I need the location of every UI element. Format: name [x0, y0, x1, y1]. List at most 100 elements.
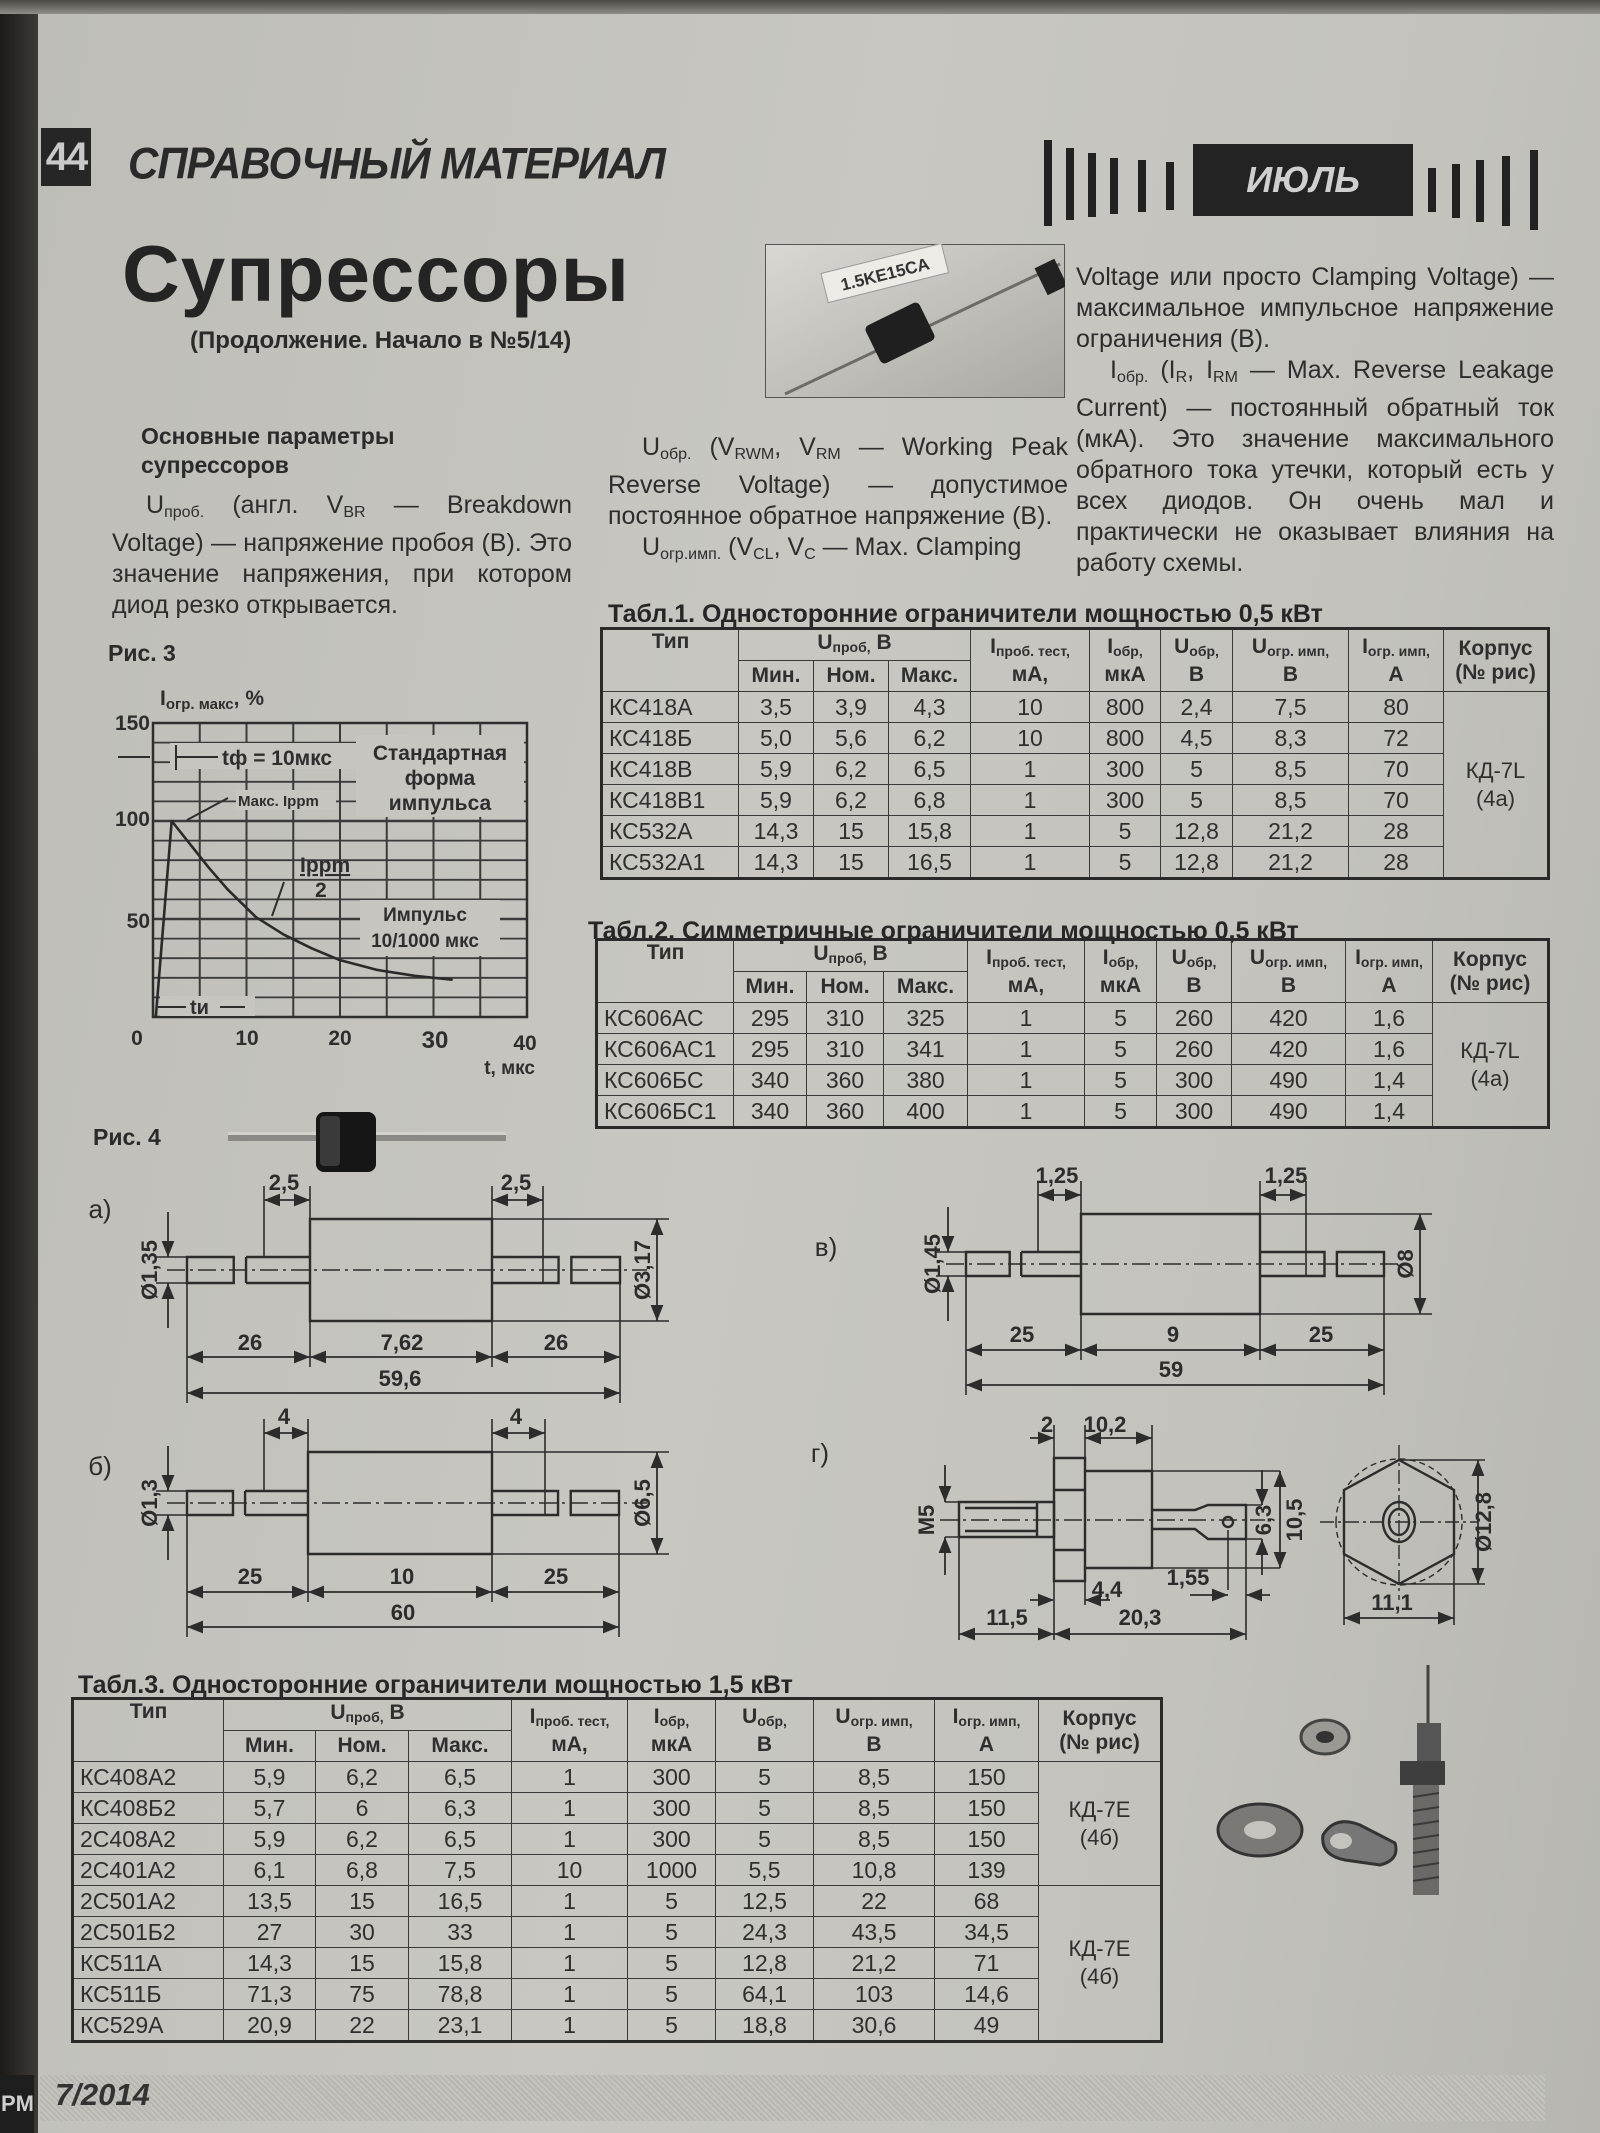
- text-run: — Max. Clamping: [815, 533, 1022, 561]
- text-run: , V: [774, 433, 816, 461]
- cell-value: 139: [934, 1854, 1040, 1886]
- table-3-caption: Табл.3. Односторонние ограничители мощно…: [78, 1671, 793, 1699]
- subscript: огр.имп.: [660, 546, 722, 563]
- cell-type: КС606БС: [596, 1064, 734, 1096]
- cell-value: 1: [970, 784, 1091, 816]
- text-run: (I: [1148, 356, 1176, 384]
- cell-value: 5: [1160, 753, 1234, 785]
- cell-value: 8,5: [813, 1792, 936, 1824]
- cell-type: 2С401А2: [72, 1854, 224, 1886]
- symbol: U: [1251, 634, 1268, 658]
- cell-value: 1: [970, 815, 1091, 847]
- cell-value: 5: [1084, 1064, 1158, 1096]
- cell-value: 300: [1089, 753, 1162, 785]
- text-column-middle: Uобр. (VRWM, VRM — Working Peak Reverse …: [608, 432, 1068, 570]
- cell-value: 5: [627, 1916, 717, 1948]
- data-point: [376, 969, 379, 971]
- cell-value: 3,5: [738, 691, 814, 723]
- cell-value: 5,0: [738, 722, 814, 754]
- section-title: СПРАВОЧНЫЙ МАТЕРИАЛ: [128, 138, 666, 189]
- cell-value: 1: [511, 1916, 629, 1948]
- cell-value: 1: [967, 1002, 1086, 1034]
- symbol: I: [952, 1704, 959, 1728]
- dimension: 59: [1159, 1357, 1183, 1382]
- cell-value: 34,5: [934, 1916, 1040, 1948]
- data-point: [339, 959, 341, 961]
- pulse-label: 10/1000 мкс: [371, 931, 479, 952]
- cell-value: 14,3: [738, 846, 814, 879]
- data-point: [451, 978, 454, 981]
- cell-value: 43,5: [813, 1916, 936, 1948]
- cell-value: 24,3: [715, 1916, 815, 1948]
- cell-value: 14,3: [738, 815, 814, 847]
- column-header-param: Uобр,В: [1160, 628, 1234, 692]
- subscript: обр.: [660, 446, 692, 463]
- text-run: (V: [691, 433, 735, 461]
- cell-value: 1: [511, 1761, 629, 1793]
- unit: мА,: [1007, 973, 1045, 997]
- cell-value: 13,5: [223, 1885, 316, 1917]
- cell-value: 5: [627, 2009, 717, 2042]
- subscript: RWM: [734, 446, 775, 463]
- cell-value: 300: [1156, 1095, 1233, 1128]
- cell-value: 8,5: [1232, 753, 1350, 785]
- dimension: Ø8: [1393, 1249, 1418, 1278]
- dimension: 4: [510, 1404, 523, 1429]
- text-run: U: [146, 491, 165, 519]
- x-tick-label: 0: [131, 1027, 143, 1050]
- column-header-param: Iпроб. тест,мА,: [511, 1698, 629, 1762]
- text-run: (англ. V: [204, 491, 344, 519]
- data-point: [311, 947, 313, 950]
- ring-terminal: [1321, 1820, 1398, 1867]
- cell-value: 7,5: [1232, 691, 1350, 723]
- unit: мкА: [1099, 973, 1142, 997]
- column-header-breakdown-voltage: Uпроб, В: [732, 939, 969, 972]
- cell-value: 5: [715, 1823, 815, 1855]
- unit: В: [866, 942, 888, 965]
- figure-4-dimension-drawings: а) 2,5 2,5 Ø1,35 Ø3,17 26 7,62 26 59,6 б…: [88, 1163, 1496, 1641]
- rise-time-label: tф = 10мкс: [222, 747, 332, 770]
- dimension: 4,4: [1092, 1577, 1123, 1602]
- page-number: 44: [41, 128, 91, 186]
- cell-value: 1: [511, 1978, 629, 2010]
- column-header-param: Uогр. имп,В: [1232, 628, 1350, 692]
- cell-value: 5: [1160, 784, 1234, 816]
- cell-value: 23,1: [407, 2009, 513, 2042]
- symbol: I: [990, 634, 996, 658]
- data-point: [227, 888, 229, 891]
- chart-series: [154, 819, 454, 1018]
- symbol: I: [1362, 634, 1368, 658]
- table-1-caption: Табл.1. Односторонние ограничители мощно…: [608, 600, 1323, 628]
- cell-value: 1,4: [1345, 1095, 1434, 1128]
- cell-value: 21,2: [1232, 846, 1350, 879]
- table-subheader-row: Мин.Ном.Макс.: [602, 660, 1549, 692]
- cell-value: 16,5: [407, 1885, 513, 1917]
- cell-value: 150: [934, 1823, 1040, 1855]
- photo-suppressor-1-5ke15ca: 1.5KE15CA: [765, 244, 1065, 398]
- subscript: огр. имп,: [1360, 953, 1423, 970]
- subscript: C: [804, 546, 816, 563]
- column-header-param: Iобр,мкА: [1084, 939, 1158, 1003]
- unit: мА,: [551, 1732, 588, 1756]
- cell-value: 420: [1231, 1002, 1347, 1034]
- extension-line: [263, 1419, 546, 1515]
- cell-value: 1: [967, 1095, 1086, 1128]
- dimension: 25: [1010, 1322, 1034, 1347]
- data-point: [283, 933, 285, 936]
- paragraph-leakage-current: Iобр. (IR, IRM — Max. Reverse Leakage Cu…: [1076, 355, 1554, 579]
- table-subheader-row: Мин.Ном.Макс.: [597, 971, 1549, 1003]
- extension-line: [186, 1515, 620, 1637]
- data-point: [255, 916, 257, 918]
- cell-type: КС532А: [601, 815, 739, 847]
- dimension: 26: [238, 1330, 262, 1355]
- symbol: U: [330, 1701, 346, 1724]
- cell-value: 28: [1348, 815, 1445, 847]
- column-header-type: Тип: [596, 939, 734, 1003]
- text-run: Voltage или просто Clamping Voltage) — м…: [1076, 263, 1554, 353]
